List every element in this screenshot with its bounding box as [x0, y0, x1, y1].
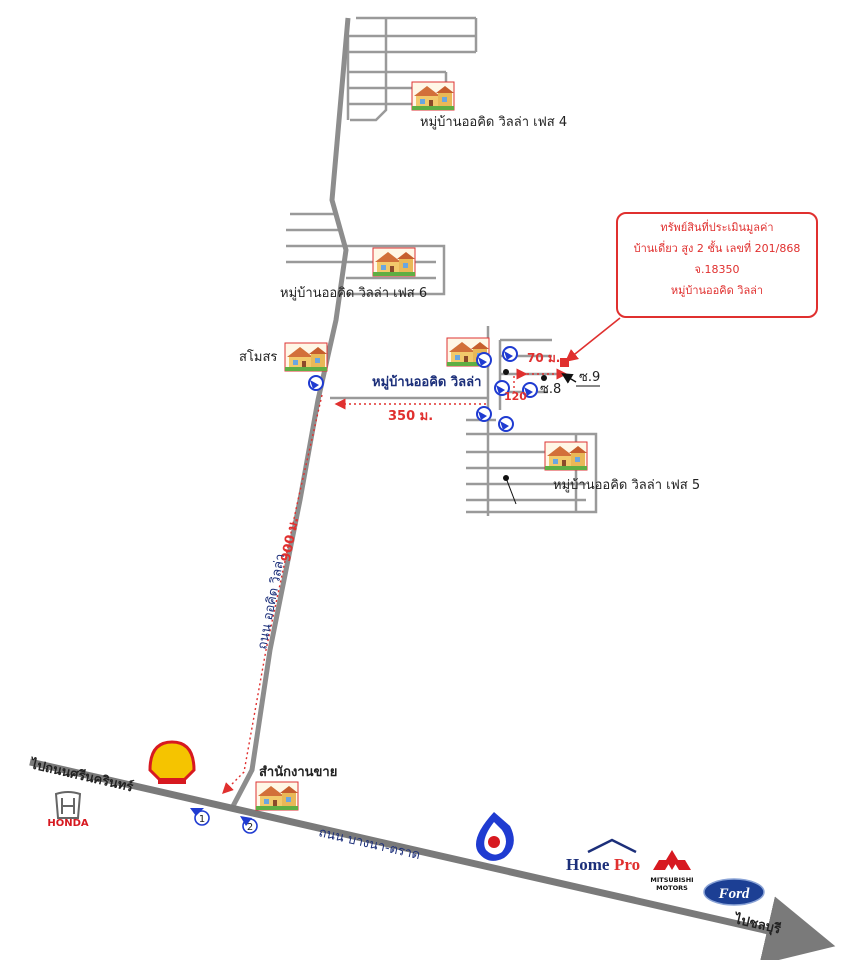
- phase5-label: หมู่บ้านออคิด วิลล่า เฟส 5: [553, 478, 700, 493]
- svg-text:Pro: Pro: [614, 855, 640, 874]
- callout-pointer: [565, 317, 621, 362]
- marker-2: 2: [240, 816, 258, 834]
- svg-text:Ford: Ford: [718, 886, 750, 902]
- distance-120-label: 120: [504, 390, 527, 403]
- marker-1: 1: [190, 808, 210, 826]
- homepro-logo: Home Pro: [566, 838, 640, 874]
- soi8-label: ซ.8: [540, 382, 561, 397]
- to-srinakarin-label: ไปถนนศรีนครินทร์: [27, 755, 135, 796]
- to-chonburi-label: ไปชลบุรี: [731, 910, 782, 938]
- callout-line-4: หมู่บ้านออคิด วิลล่า: [670, 284, 764, 297]
- callout-line-2: บ้านเดี่ยว สูง 2 ชั้น เลขที่ 201/868: [633, 242, 801, 255]
- ptt-logo: [476, 812, 514, 861]
- svg-text:HONDA: HONDA: [47, 818, 89, 829]
- clubhouse-label: สโมสร: [239, 349, 277, 365]
- phase4-house-icon: [411, 81, 455, 111]
- property-callout: ทรัพย์สินที่ประเมินมูลค่า บ้านเดี่ยว สูง…: [616, 212, 818, 318]
- sales-office-house-icon: [255, 781, 299, 811]
- bangna-trad-highway: [29, 758, 836, 960]
- phase4-label: หมู่บ้านออคิด วิลล่า เฟส 4: [420, 115, 567, 130]
- shell-logo: [148, 740, 196, 784]
- main-village-label: หมู่บ้านออคิด วิลล่า: [372, 374, 481, 390]
- ford-logo: Ford: [703, 878, 765, 906]
- svg-text:MITSUBISHI: MITSUBISHI: [650, 876, 693, 884]
- svg-text:2: 2: [247, 822, 253, 833]
- phase6-label: หมู่บ้านออคิด วิลล่า เฟส 6: [280, 286, 427, 301]
- soi9-label: ซ.9: [579, 370, 600, 385]
- clubhouse-house-icon: [284, 342, 328, 372]
- svg-text:MOTORS: MOTORS: [656, 884, 688, 892]
- svg-text:Home: Home: [566, 855, 610, 874]
- orchid-villa-road: [229, 17, 351, 810]
- bangna-trad-label: ถนน บางนา-ตราด: [317, 825, 421, 863]
- phase6-street-grid: [286, 212, 446, 296]
- phase6-house-icon: [372, 247, 416, 277]
- mitsubishi-logo: MITSUBISHI MOTORS: [650, 850, 694, 892]
- target-property-marker: [560, 358, 569, 367]
- village-branch-roads: [330, 326, 560, 516]
- distance-70-label: 70 ม.: [527, 351, 560, 365]
- phase5-house-icon: [544, 441, 588, 471]
- phase4-street-grid: [346, 16, 478, 122]
- honda-logo: HONDA: [47, 791, 89, 829]
- soi-markers: [503, 369, 577, 505]
- distance-350-label: 350 ม.: [388, 409, 433, 424]
- callout-line-1: ทรัพย์สินที่ประเมินมูลค่า: [660, 221, 774, 234]
- callout-line-3: จ.18350: [694, 263, 740, 276]
- distance-line-900: [222, 394, 323, 794]
- orchid-villa-road-label: ถนน ออคิด วิลล่า: [255, 552, 288, 650]
- svg-text:1: 1: [199, 814, 205, 825]
- sales-office-label: สำนักงานขาย: [259, 764, 337, 780]
